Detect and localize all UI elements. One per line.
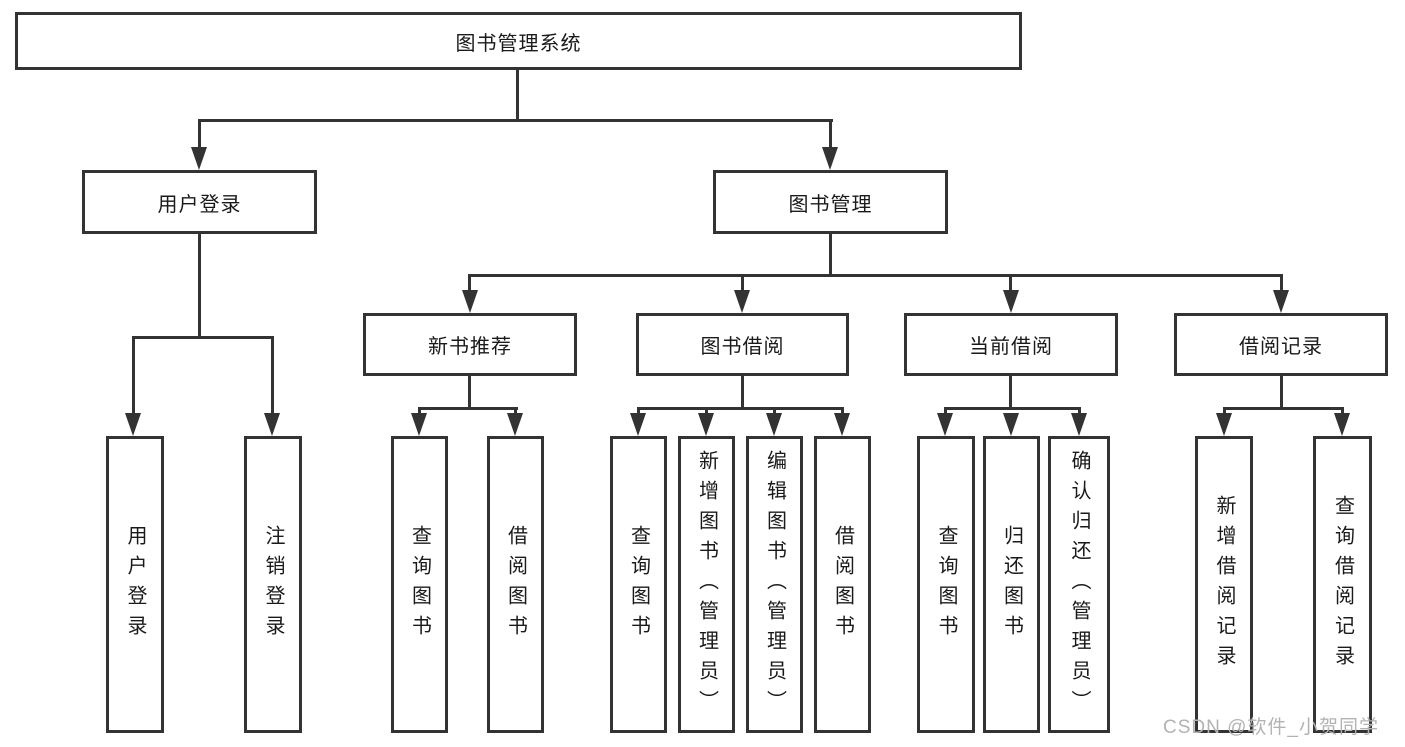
arrow-down-icon [264, 413, 280, 436]
node-book-borrowing: 图书借阅 [636, 313, 849, 376]
connector-line [637, 407, 844, 410]
node-leaf-query-books-2: 查询图书 [610, 436, 667, 733]
arrow-down-icon [766, 413, 782, 436]
arrow-down-icon [822, 147, 838, 170]
connector-line [132, 336, 274, 339]
connector-line [198, 119, 201, 152]
connector-line [468, 274, 471, 294]
node-leaf-logout: 注销登录 [244, 436, 302, 733]
node-label: 新增图书（管理员） [695, 449, 718, 720]
connector-line [418, 407, 421, 417]
node-label: 借阅图书 [831, 524, 854, 645]
connector-line [132, 336, 135, 416]
connector-line [1280, 274, 1283, 294]
node-label: 确认归还（管理员） [1068, 449, 1090, 720]
connector-line [1223, 407, 1226, 417]
node-label: 借阅图书 [504, 524, 527, 645]
node-label: 新增借阅记录 [1213, 494, 1235, 675]
node-leaf-edit-books-admin: 编辑图书（管理员） [746, 436, 803, 733]
node-borrowing-records: 借阅记录 [1174, 313, 1388, 376]
connector-line [1280, 374, 1283, 410]
node-leaf-query-borrow-record: 查询借阅记录 [1313, 436, 1372, 733]
connector-line [418, 407, 518, 410]
connector-line [468, 374, 471, 410]
node-book-management-module: 图书管理 [713, 170, 948, 234]
connector-line [741, 274, 744, 294]
node-label: 查询图书 [627, 524, 650, 645]
arrow-down-icon [507, 413, 523, 436]
connector-line [198, 119, 833, 122]
node-label: 查询图书 [935, 524, 957, 645]
connector-line [271, 336, 274, 416]
arrow-down-icon [734, 290, 750, 313]
connector-line [637, 407, 640, 417]
connector-line [944, 407, 947, 417]
connector-line [1009, 274, 1012, 294]
arrow-down-icon [1003, 413, 1019, 436]
node-label: 用户登录 [157, 193, 242, 216]
arrow-down-icon [191, 147, 207, 170]
node-leaf-return-books: 归还图书 [983, 436, 1040, 733]
connector-line [1341, 407, 1344, 417]
node-leaf-borrow-books-2: 借阅图书 [814, 436, 871, 733]
connector-line [514, 407, 517, 417]
connector-line [773, 407, 776, 417]
connector-line [198, 232, 201, 339]
connector-line [944, 407, 1081, 410]
arrow-down-icon [834, 413, 850, 436]
connector-line [1223, 407, 1344, 410]
arrow-down-icon [411, 413, 427, 436]
arrow-down-icon [1003, 290, 1019, 313]
arrow-down-icon [630, 413, 646, 436]
arrow-down-icon [1273, 290, 1289, 313]
node-new-book-recommendation: 新书推荐 [363, 313, 577, 376]
connector-line [705, 407, 708, 417]
connector-line [516, 70, 519, 122]
connector-line [841, 407, 844, 417]
node-label: 用户登录 [124, 524, 146, 645]
node-leaf-query-books-3: 查询图书 [917, 436, 975, 733]
connector-line [741, 374, 744, 410]
node-label: 查询借阅记录 [1331, 494, 1354, 675]
csdn-watermark: CSDN @软件_小贺同学 [1163, 717, 1379, 738]
arrow-down-icon [1334, 413, 1350, 436]
arrow-down-icon [1071, 413, 1087, 436]
connector-line [1009, 374, 1012, 410]
node-label: 图书管理 [788, 193, 873, 216]
node-leaf-user-login: 用户登录 [106, 436, 164, 733]
node-label: 图书借阅 [700, 336, 785, 358]
node-leaf-confirm-return-admin: 确认归还（管理员） [1048, 436, 1110, 733]
arrow-down-icon [698, 413, 714, 436]
node-leaf-borrow-books-1: 借阅图书 [487, 436, 544, 733]
connector-line [1078, 407, 1081, 417]
node-label: 归还图书 [1000, 524, 1023, 645]
node-leaf-add-books-admin: 新增图书（管理员） [678, 436, 735, 733]
node-leaf-add-borrow-record: 新增借阅记录 [1195, 436, 1253, 733]
node-library-management-system: 图书管理系统 [15, 12, 1022, 70]
node-label: 新书推荐 [428, 336, 512, 358]
arrow-down-icon [1216, 413, 1232, 436]
node-label: 当前借阅 [969, 336, 1053, 358]
node-user-login-module: 用户登录 [82, 170, 317, 234]
connector-line [829, 232, 832, 277]
node-label: 图书管理系统 [455, 32, 582, 55]
arrow-down-icon [937, 413, 953, 436]
connector-line [469, 274, 1283, 277]
node-current-borrowing: 当前借阅 [904, 313, 1118, 376]
arrow-down-icon [125, 413, 141, 436]
node-label: 查询图书 [408, 524, 431, 645]
node-label: 借阅记录 [1239, 336, 1323, 358]
arrow-down-icon [462, 290, 478, 313]
node-label: 注销登录 [262, 524, 284, 645]
connector-line [829, 119, 832, 152]
node-label: 编辑图书（管理员） [763, 449, 786, 720]
node-leaf-query-books-1: 查询图书 [391, 436, 448, 733]
